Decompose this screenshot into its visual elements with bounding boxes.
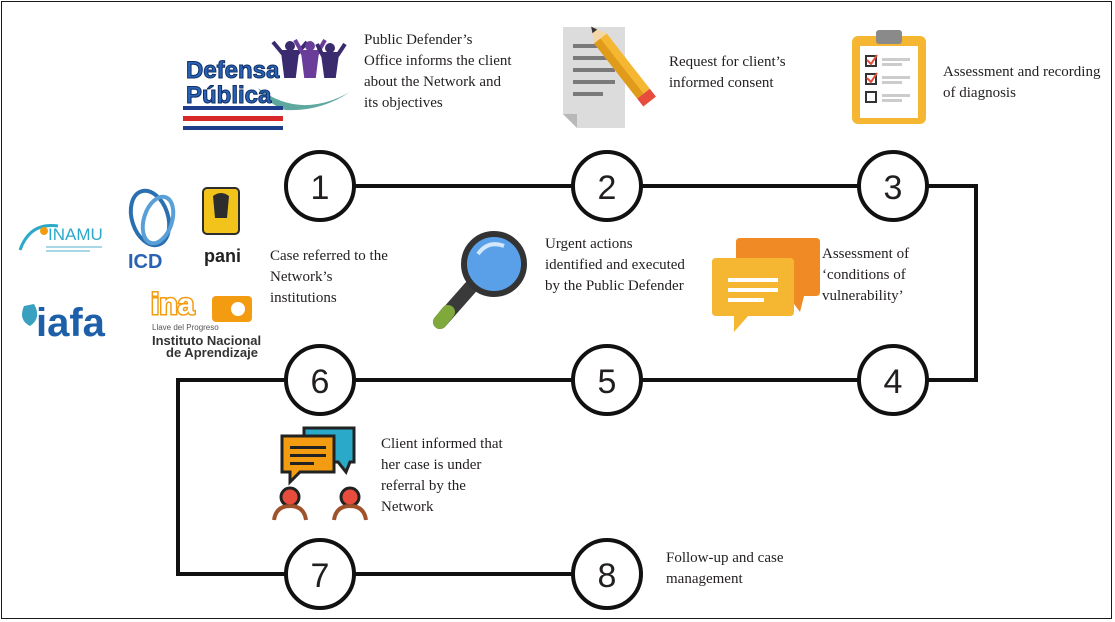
step-5-text: Urgent actions identified and executed b… xyxy=(545,236,685,294)
step-circle-2: 2 xyxy=(571,150,643,222)
defensa-logo-line2: Pública xyxy=(186,82,272,109)
inamu-logo-text: INAMU xyxy=(48,225,103,244)
people-chat-icon xyxy=(272,426,368,521)
step-circle-1: 1 xyxy=(284,150,356,222)
clipboard-checklist-icon xyxy=(852,30,926,124)
step-7-text: Client informed that her case is under r… xyxy=(381,436,503,515)
step-number-1: 1 xyxy=(311,169,330,207)
step-circle-3: 3 xyxy=(857,150,929,222)
step-number-2: 2 xyxy=(598,169,617,207)
step-circle-7: 7 xyxy=(284,538,356,610)
step-8-text: Follow-up and case management xyxy=(666,550,784,587)
step-number-8: 8 xyxy=(598,557,617,595)
step-circle-8: 8 xyxy=(571,538,643,610)
icd-logo: ICD xyxy=(128,188,176,273)
pani-logo: pani xyxy=(202,187,241,266)
hands-raised-icon xyxy=(271,39,347,78)
step-number-4: 4 xyxy=(884,363,903,401)
magnifying-glass-icon xyxy=(433,231,527,329)
defensa-logo-line1: Defensa xyxy=(186,57,280,84)
ina-tagline: Llave del Progreso xyxy=(152,323,219,332)
ina-name-line1: Instituto Nacional xyxy=(152,333,261,348)
step-circle-6: 6 xyxy=(284,344,356,416)
step-number-5: 5 xyxy=(598,363,617,401)
step-2-text: Request for client’s informed consent xyxy=(669,54,786,91)
step-3-text: Assessment and recording of diagnosis xyxy=(943,64,1101,101)
iafa-logo-text: iafa xyxy=(36,301,106,345)
pani-logo-text: pani xyxy=(204,246,241,266)
step-6-text: Case referred to the Network’s instituti… xyxy=(270,248,388,306)
step-circle-4: 4 xyxy=(857,344,929,416)
step-circle-5: 5 xyxy=(571,344,643,416)
ina-logo: ina Llave del Progreso Instituto Naciona… xyxy=(150,286,261,360)
document-pencil-icon xyxy=(563,26,656,128)
ina-logo-text: ina xyxy=(151,288,195,321)
step-number-3: 3 xyxy=(884,169,903,207)
step-1-text: Public Defender’s Office informs the cli… xyxy=(364,32,512,111)
icd-logo-text: ICD xyxy=(128,251,162,273)
step-number-7: 7 xyxy=(311,557,330,595)
iafa-logo: iafa xyxy=(22,301,106,345)
ina-name-line2: de Aprendizaje xyxy=(166,345,258,360)
inamu-logo: INAMU xyxy=(18,224,103,252)
chat-bubbles-icon xyxy=(712,238,820,332)
step-4-text: Assessment of ‘conditions of vulnerabili… xyxy=(822,246,910,304)
step-number-6: 6 xyxy=(311,363,330,401)
defensa-publica-logo: Defensa Pública xyxy=(183,39,350,130)
